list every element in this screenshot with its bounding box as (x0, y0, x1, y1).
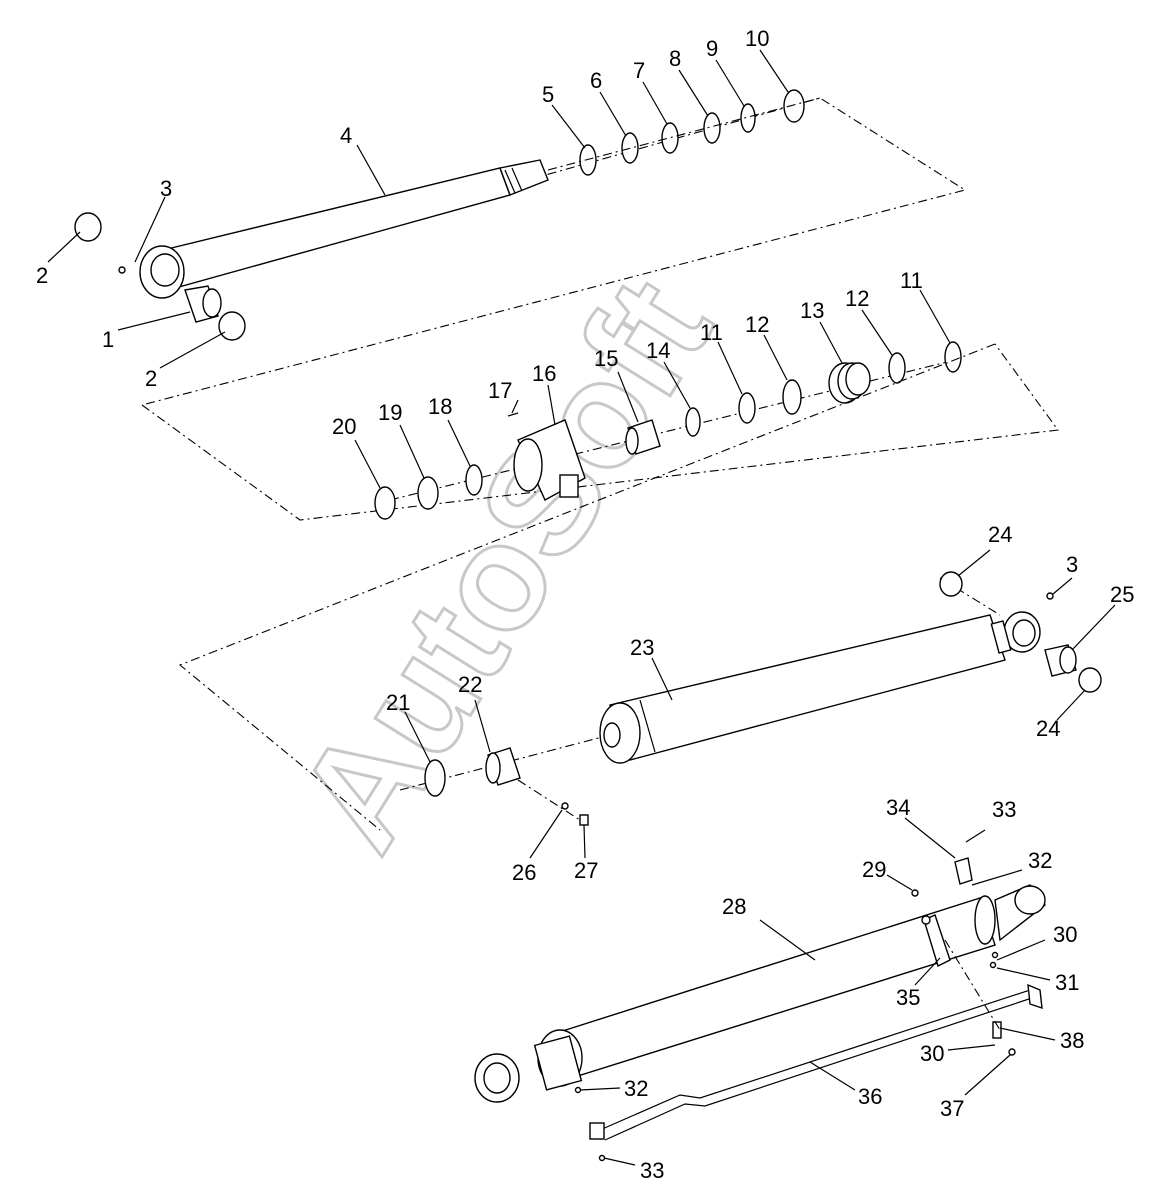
seal-5 (579, 144, 597, 176)
callout-33-bottom: 33 (640, 1158, 664, 1183)
seal-ring-24-bottom (1078, 667, 1102, 693)
callout-38: 38 (1060, 1028, 1084, 1053)
callout-36: 36 (858, 1084, 882, 1109)
callout-17: 17 (488, 378, 512, 403)
callout-6: 6 (590, 68, 602, 93)
bolt-33 (598, 1154, 606, 1162)
callout-12-right: 12 (845, 286, 869, 311)
callout-24-top: 24 (988, 522, 1012, 547)
callout-31: 31 (1055, 970, 1079, 995)
callout-23: 23 (630, 635, 654, 660)
callout-5: 5 (542, 82, 554, 107)
callout-27: 27 (574, 858, 598, 883)
callout-labels: 1 2 2 3 4 5 6 7 8 9 10 20 19 18 17 16 15… (36, 26, 1134, 1183)
clamp-35 (923, 914, 951, 967)
cylinder-tube-23 (609, 614, 1006, 761)
washer-30 (989, 961, 997, 969)
seal-20 (374, 486, 396, 520)
callout-25: 25 (1110, 582, 1134, 607)
callout-7: 7 (633, 58, 645, 83)
callout-29: 29 (862, 857, 886, 882)
callout-2-top: 2 (36, 263, 48, 288)
bolt-31 (991, 951, 999, 959)
piston-rod (154, 167, 511, 291)
seal-18 (465, 464, 483, 496)
callout-11-right: 11 (900, 268, 923, 293)
bolt-37 (1008, 1048, 1016, 1056)
callout-34: 34 (886, 795, 910, 820)
grease-fitting-3b (1046, 592, 1054, 600)
head-and-piston-parts (141, 289, 1060, 521)
callout-2-bottom: 2 (145, 366, 157, 391)
seal-11-left (738, 392, 756, 424)
washer-29 (911, 889, 919, 897)
bracket-38 (992, 1021, 1002, 1039)
seal-9 (740, 103, 756, 133)
callout-20: 20 (332, 414, 356, 439)
clamp-bracket (589, 1122, 605, 1140)
callout-28: 28 (722, 894, 746, 919)
callout-4: 4 (340, 123, 352, 148)
seal-8 (703, 112, 721, 144)
block-34 (954, 857, 973, 885)
ball-26 (561, 802, 569, 810)
grease-fitting-3 (118, 266, 126, 274)
bushing-10 (783, 89, 805, 123)
callout-30-top: 30 (1053, 922, 1077, 947)
callout-11-left: 11 (700, 320, 723, 345)
seal-14 (685, 407, 701, 437)
callout-3-right: 3 (1066, 552, 1078, 577)
seal-ring-2-bottom (218, 311, 246, 341)
callout-3: 3 (160, 176, 172, 201)
seal-21 (424, 759, 446, 797)
washer-32 (574, 1086, 582, 1094)
seal-11-right (944, 341, 962, 373)
callout-18: 18 (428, 394, 452, 419)
callout-26: 26 (512, 860, 536, 885)
assembled-cylinder (474, 817, 1056, 1166)
piston-rod-assembly (47, 49, 967, 406)
callout-30-bottom: 30 (920, 1041, 944, 1066)
cylinder-eye-right (1014, 885, 1046, 915)
callout-24-bottom: 24 (1036, 716, 1060, 741)
callout-16: 16 (532, 361, 556, 386)
callout-13: 13 (800, 298, 824, 323)
seal-12-left (782, 379, 802, 415)
set-screw-27 (579, 814, 589, 826)
screw-17 (507, 412, 519, 417)
callout-32-top: 32 (1028, 848, 1052, 873)
seal-ring-2-top (74, 212, 102, 242)
callout-19: 19 (378, 400, 402, 425)
callout-32-bottom: 32 (624, 1076, 648, 1101)
seal-7 (661, 122, 679, 154)
cylinder-tube-assembly (178, 343, 1116, 859)
callout-8: 8 (669, 46, 681, 71)
callout-37: 37 (940, 1096, 964, 1121)
callout-12-left: 12 (745, 312, 769, 337)
callout-14: 14 (646, 338, 670, 363)
callout-35: 35 (896, 985, 920, 1010)
seal-ring-24-top (939, 571, 963, 597)
seal-12-right (888, 352, 906, 384)
callout-33-top: 33 (992, 797, 1016, 822)
callout-22: 22 (458, 672, 482, 697)
callout-21: 21 (386, 690, 410, 715)
callout-1: 1 (102, 327, 114, 352)
callout-9: 9 (706, 36, 718, 61)
seal-19 (417, 476, 439, 510)
callout-15: 15 (594, 346, 618, 371)
callout-10: 10 (745, 26, 769, 51)
